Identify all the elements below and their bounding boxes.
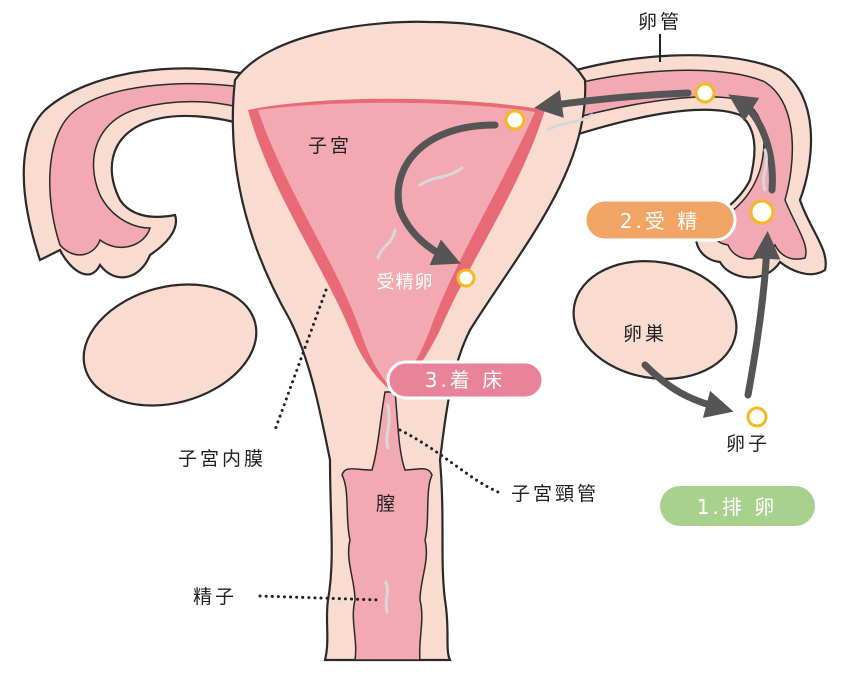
- sperm-label: 精子: [193, 586, 237, 608]
- step-implantation-label: 3.着 床: [425, 368, 505, 392]
- step-fertilization-badge: [583, 198, 737, 242]
- egg-icon: [504, 109, 526, 131]
- step-fertilization-label: 2.受 精: [620, 209, 700, 233]
- egg-icon: [694, 82, 716, 104]
- step-implantation-badge: [386, 360, 545, 400]
- oviduct-label: 卵管: [638, 11, 682, 33]
- sperm-icon: [384, 580, 389, 614]
- sperm-icon: [762, 148, 768, 192]
- left-ovary: [82, 283, 258, 407]
- fertilized-egg-label: 受精卵: [377, 272, 434, 293]
- ovulated-egg-icon: [746, 406, 768, 428]
- step-ovulation-label: 1.排 卵: [697, 495, 777, 519]
- ovulation-arrow: [641, 361, 734, 418]
- cervical-canal: [341, 391, 433, 661]
- right-ovary: [572, 260, 738, 380]
- sperm-icon: [418, 166, 464, 187]
- endometrium-leader: [273, 288, 328, 432]
- egg-icon: [749, 199, 775, 225]
- uterus-label: 子宮: [308, 135, 352, 157]
- sperm-icon: [546, 113, 594, 132]
- endometrium-label: 子宮内膜: [178, 448, 266, 470]
- egg-travel-arrow-tube: [728, 94, 776, 194]
- sperm-icon: [385, 403, 391, 450]
- egg-travel-arrow-up: [744, 231, 781, 399]
- left-oviduct-inner: [49, 82, 257, 256]
- sperm-icon: [376, 228, 397, 260]
- step-ovulation-badge: [660, 486, 815, 526]
- implantation-arrow: [394, 121, 499, 266]
- egg-label: 卵子: [726, 433, 770, 455]
- sperm-leader: [258, 594, 382, 602]
- fertilized-egg-icon: [456, 268, 476, 288]
- vagina-label: 膣: [376, 493, 398, 515]
- ovary-label: 卵巣: [623, 323, 667, 345]
- egg-travel-arrow-top: [534, 89, 692, 118]
- cervical-canal-label: 子宮頸管: [511, 483, 599, 505]
- uterine-cavity: [258, 102, 535, 392]
